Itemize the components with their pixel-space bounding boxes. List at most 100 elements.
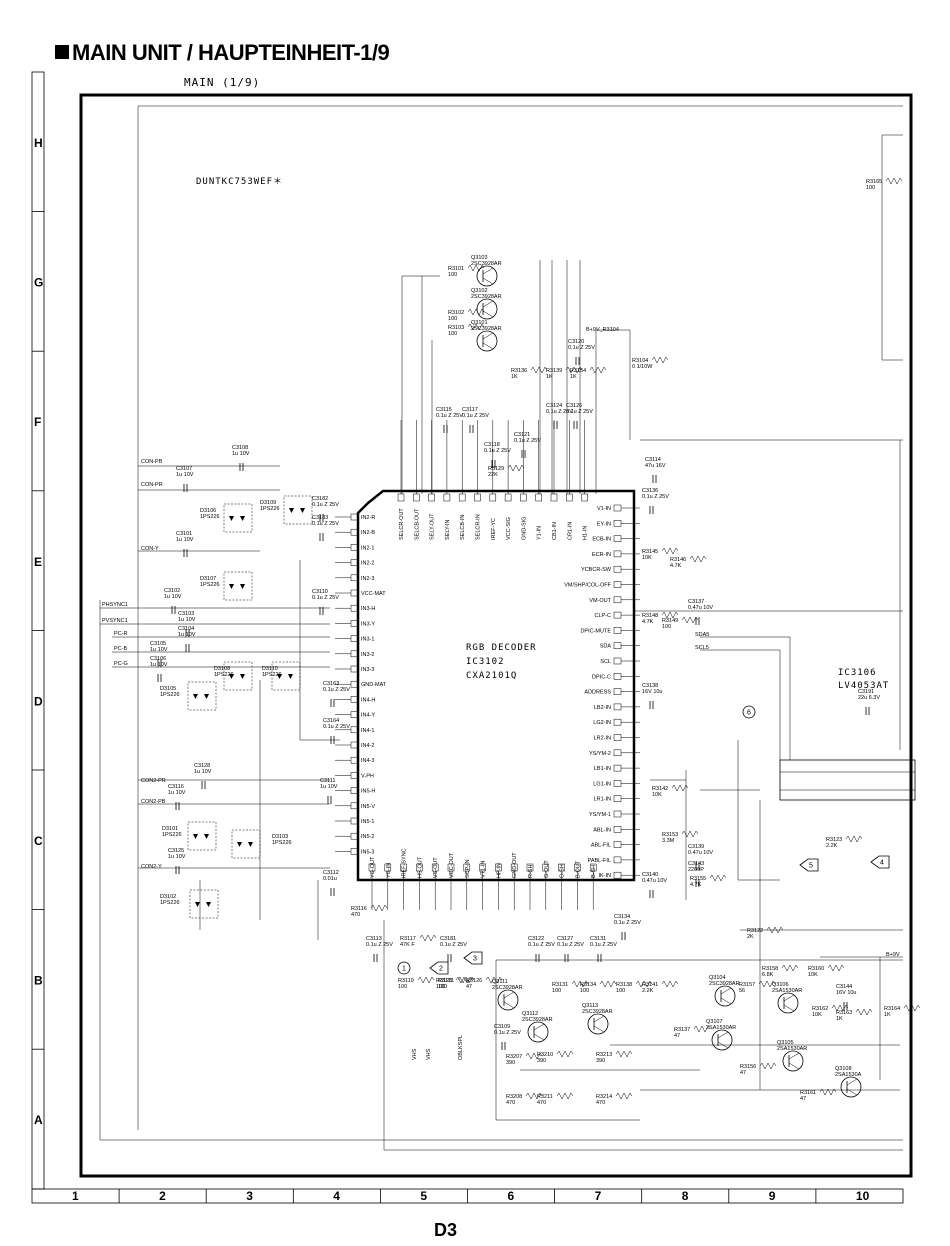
- drawing-frame: [31, 71, 913, 1204]
- ic3102-pin-left: IN3-H: [361, 606, 375, 612]
- capacitor-value: 0.47u 10V: [688, 605, 713, 611]
- ic3102-pin-top: CR1-IN: [567, 522, 573, 540]
- column-label-10: 10: [856, 1189, 870, 1203]
- resistor-ref: R3214: [596, 1094, 612, 1100]
- main-border: [79, 93, 913, 1178]
- capacitor-ref: C3131: [590, 936, 606, 942]
- marker-5: 5: [799, 858, 819, 872]
- ic3102-pin-bottom: R-SH: [528, 865, 534, 878]
- resistor-ref: R3122: [747, 928, 763, 934]
- resistor-ref: R3126: [466, 978, 482, 984]
- diode-ref: D3102: [160, 894, 176, 900]
- capacitor-ref: C3164: [323, 718, 339, 724]
- marker-1: 1: [397, 961, 411, 975]
- input-label: PVSYNC1: [102, 618, 128, 624]
- resistor-value: 1K: [570, 374, 577, 380]
- capacitor-value: 0.1u Z 25V: [568, 345, 595, 351]
- resistor-ref: R3121: [438, 978, 454, 984]
- capacitor-value: 1u 10V: [232, 451, 250, 457]
- ic3102-pin-top: H1-IN: [583, 526, 589, 540]
- input-label: CON2-PR: [141, 778, 166, 784]
- capacitor-ref: C3138: [642, 683, 658, 689]
- column-label-8: 8: [682, 1189, 689, 1203]
- column-label-4: 4: [333, 1189, 340, 1203]
- capacitor-ref: C3128: [194, 763, 210, 769]
- ic3102-pin-left: IN5-3: [361, 849, 374, 855]
- ic3102-pin-left: VCC-MAT: [361, 591, 386, 597]
- capacitor-ref: C3102: [164, 588, 180, 594]
- resistor-value: 1K: [511, 374, 518, 380]
- capacitor-ref: C3116: [168, 784, 184, 790]
- resistor-value: 2.2K: [826, 843, 838, 849]
- row-label-A: A: [34, 1113, 43, 1127]
- diode-ref: D3109: [260, 500, 276, 506]
- resistor-value: 4.7K: [642, 619, 654, 625]
- resistor-ref: R3102: [448, 310, 464, 316]
- transistor-ref: Q3108: [835, 1066, 852, 1072]
- marker-2: 2: [429, 961, 449, 975]
- ic3102-pin-right: V1-IN: [597, 506, 611, 512]
- ic3102-pin-bottom: B-SH: [591, 865, 597, 878]
- diode-part: 1PS226: [160, 900, 180, 906]
- capacitor-ref: C3163: [323, 681, 339, 687]
- diode-part: 1PS226: [200, 582, 220, 588]
- resistor-ref: R3149: [662, 618, 678, 624]
- ic3102-pin-left: IN4-1: [361, 728, 374, 734]
- diode-part: 1PS226: [162, 832, 182, 838]
- page-number: D3: [434, 1220, 458, 1240]
- ic3102-pin-top: SELCB-IN: [460, 515, 466, 540]
- input-label: CON-PB: [141, 459, 163, 465]
- resistor-value: 6.8K: [762, 972, 774, 978]
- ic3102-pin-bottom: IREF-SYNC: [402, 848, 408, 878]
- resistor-value: 100: [616, 988, 625, 994]
- input-label: CON-PR: [141, 482, 163, 488]
- ic3102-pin-top: SELY-OUT: [430, 513, 436, 540]
- capacitor-value: 0.1u Z 25V: [642, 494, 669, 500]
- resistor-ref: R3156: [740, 1064, 756, 1070]
- ic3102-pin-top: IREF-YC: [491, 518, 497, 540]
- ic3102-pin-bottom: YG-IN: [386, 863, 392, 878]
- resistor-value: 470: [596, 1100, 605, 1106]
- ic3102-body: [356, 489, 636, 882]
- capacitor-ref: C3143: [688, 861, 704, 867]
- transistor-part: 2SC3928AR: [709, 981, 740, 987]
- marker-6: 6: [742, 705, 756, 719]
- ic3102-pin-left: IN2-3: [361, 576, 374, 582]
- ic3102-pin-bottom: YG-OUT: [370, 856, 376, 878]
- ic3102-pin-left: IN2-R: [361, 515, 375, 521]
- diode-part: 1PS226: [260, 506, 280, 512]
- ic3102-pin-left: IN4-H: [361, 697, 375, 703]
- transistor-ref: Q3112: [522, 1011, 538, 1017]
- capacitor-ref: C3110: [312, 589, 328, 595]
- resistor-ref: R3142: [652, 786, 668, 792]
